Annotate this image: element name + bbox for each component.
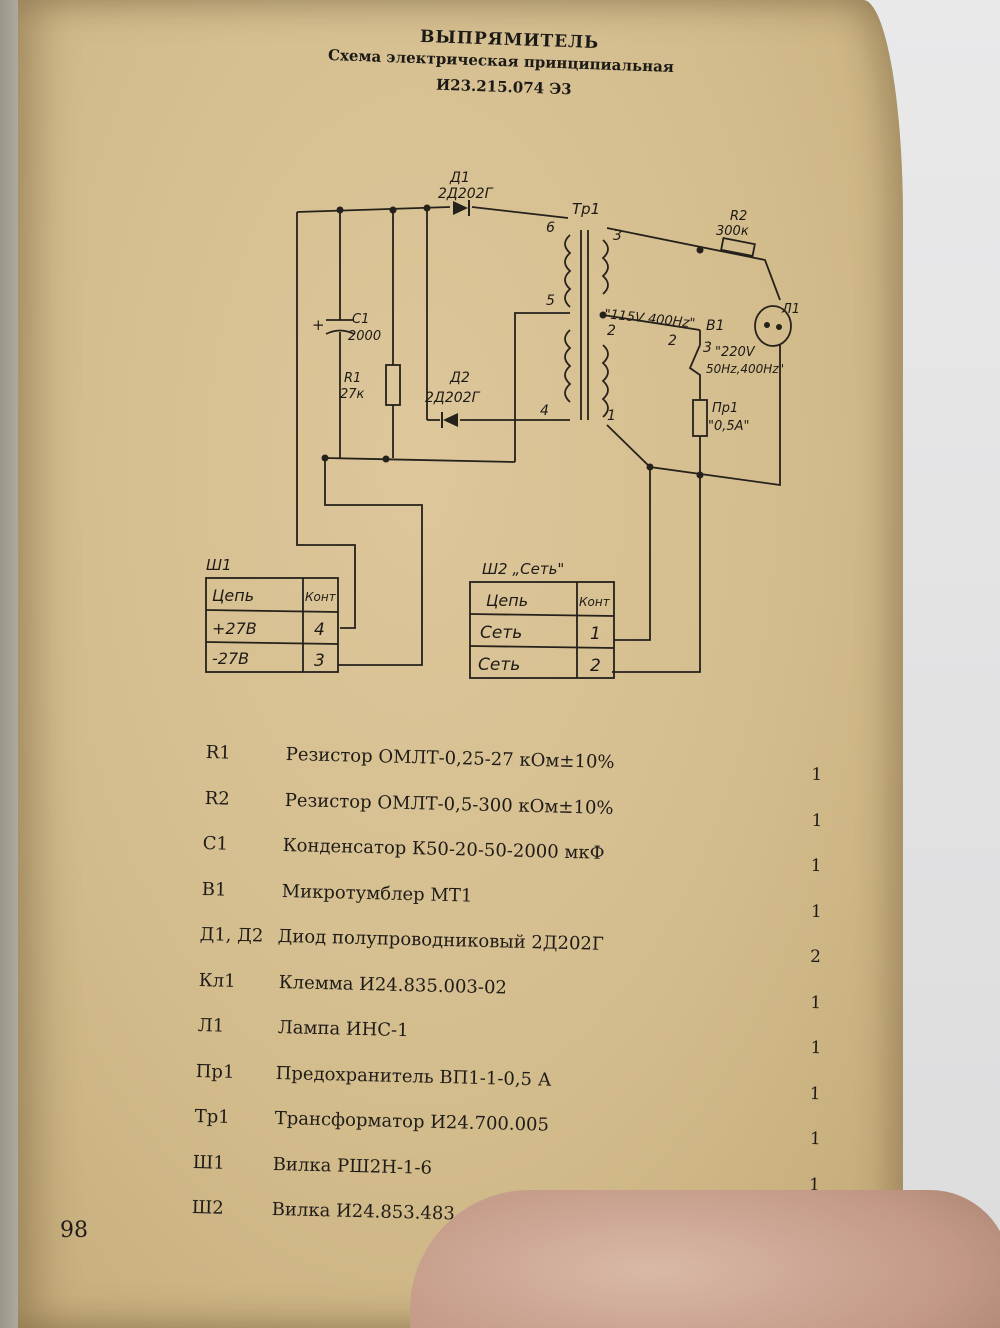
thumb-holding-page — [410, 1190, 1000, 1328]
sh1-row-2-contact: 3 — [314, 651, 325, 671]
label-r1-value: 27к — [340, 387, 365, 402]
sh1-col-contact: Конт — [305, 590, 337, 604]
part-ref: Л1 — [197, 1015, 225, 1037]
wire-d1-to-tr — [471, 206, 569, 219]
connector-sh1-table — [205, 577, 339, 673]
label-pin-1: 1 — [607, 408, 616, 424]
label-freq: 50Hz,400Hz" — [706, 362, 784, 376]
label-tr1: Тр1 — [572, 200, 600, 218]
part-ref: В1 — [201, 878, 227, 901]
part-ref: R2 — [204, 787, 230, 810]
part-ref: Д1, Д2 — [199, 924, 264, 947]
book-page — [18, 0, 903, 1328]
part-quantity: 2 — [810, 946, 822, 968]
part-description: Лампа ИНС-1 — [277, 1016, 409, 1042]
part-ref: C1 — [202, 833, 229, 855]
part-quantity: 1 — [809, 1037, 822, 1059]
part-ref: Тр1 — [194, 1106, 230, 1128]
label-115v: "115V 400Hz" — [604, 307, 696, 331]
label-c1-ref: C1 — [352, 312, 369, 327]
label-d1-type: 2Д202Г — [438, 186, 494, 202]
part-quantity: 1 — [811, 764, 823, 786]
transformer-coils — [564, 234, 609, 418]
diode-d2 — [441, 412, 458, 428]
label-switch-pin-3: 3 — [703, 340, 712, 356]
part-ref: Ш2 — [191, 1197, 224, 1219]
label-pin-3: 3 — [613, 228, 622, 244]
junction-dots — [321, 204, 704, 479]
page-number: 98 — [60, 1218, 88, 1243]
label-pr1-ref: Пр1 — [712, 401, 738, 416]
connector-sh2-table — [469, 581, 615, 679]
sh2-col-contact: Конт — [579, 595, 611, 609]
part-ref: Кл1 — [198, 969, 236, 992]
label-d2-type: 2Д202Г — [425, 390, 481, 406]
sh2-col-circuit: Цепь — [486, 591, 528, 610]
wire-primary-bottom — [606, 345, 781, 487]
part-quantity: 1 — [809, 1083, 822, 1104]
sh2-title: Ш2 „Сеть" — [482, 560, 564, 578]
sh2-row-2-circuit: Сеть — [478, 655, 520, 675]
sh1-row-2-circuit: -27В — [212, 649, 249, 668]
sh1-title: Ш1 — [206, 556, 232, 574]
wire-plus-27v — [296, 212, 356, 629]
diode-d1 — [453, 200, 470, 216]
part-quantity: 1 — [810, 810, 823, 831]
label-r1-ref: R1 — [344, 371, 361, 386]
sh1-row-1-contact: 4 — [314, 620, 325, 640]
sh1-col-circuit: Цепь — [212, 586, 254, 605]
part-description: Микротумблер МТ1 — [281, 880, 473, 907]
label-b1: В1 — [706, 318, 725, 334]
wire-mains-2 — [612, 475, 701, 673]
resistor-r2 — [720, 237, 756, 257]
label-d2-ref: Д2 — [449, 370, 470, 386]
label-pr1-value: "0,5А" — [708, 419, 750, 434]
label-d1-ref: Д1 — [449, 170, 470, 186]
label-c1-plus: + — [312, 316, 325, 334]
sh1-row-1-circuit: +27В — [212, 619, 257, 638]
part-quantity: 1 — [810, 992, 822, 1013]
sh2-row-2-contact: 2 — [590, 656, 601, 676]
label-c1-value: 2000 — [348, 329, 381, 344]
sh2-row-1-contact: 1 — [590, 624, 601, 644]
sh2-row-1-circuit: Сеть — [480, 623, 522, 643]
part-ref: R1 — [205, 742, 232, 764]
part-quantity: 1 — [809, 1129, 821, 1150]
label-pin-5: 5 — [546, 293, 555, 309]
wire-mains-1 — [614, 467, 651, 641]
part-description: Вилка РШ2Н-1-6 — [272, 1153, 433, 1179]
lamp-l1 — [754, 305, 792, 347]
label-pin-6: 6 — [546, 220, 555, 236]
part-ref: Пр1 — [195, 1060, 235, 1083]
label-r2-value: 300к — [716, 224, 749, 239]
wire-primary-top — [606, 227, 781, 301]
label-220v: "220V — [715, 345, 756, 360]
label-l1: Л1 — [781, 302, 800, 317]
label-r2-ref: R2 — [730, 209, 747, 224]
label-pin-2a: 2 — [607, 323, 616, 339]
part-ref: Ш1 — [192, 1151, 226, 1174]
wire-minus-27v — [324, 458, 423, 666]
label-pin-4: 4 — [540, 403, 549, 419]
part-description: Вилка И24.853.483 — [271, 1198, 456, 1225]
part-quantity: 1 — [810, 855, 823, 877]
label-pin-2b: 2 — [668, 333, 677, 349]
part-quantity: 1 — [810, 901, 822, 922]
